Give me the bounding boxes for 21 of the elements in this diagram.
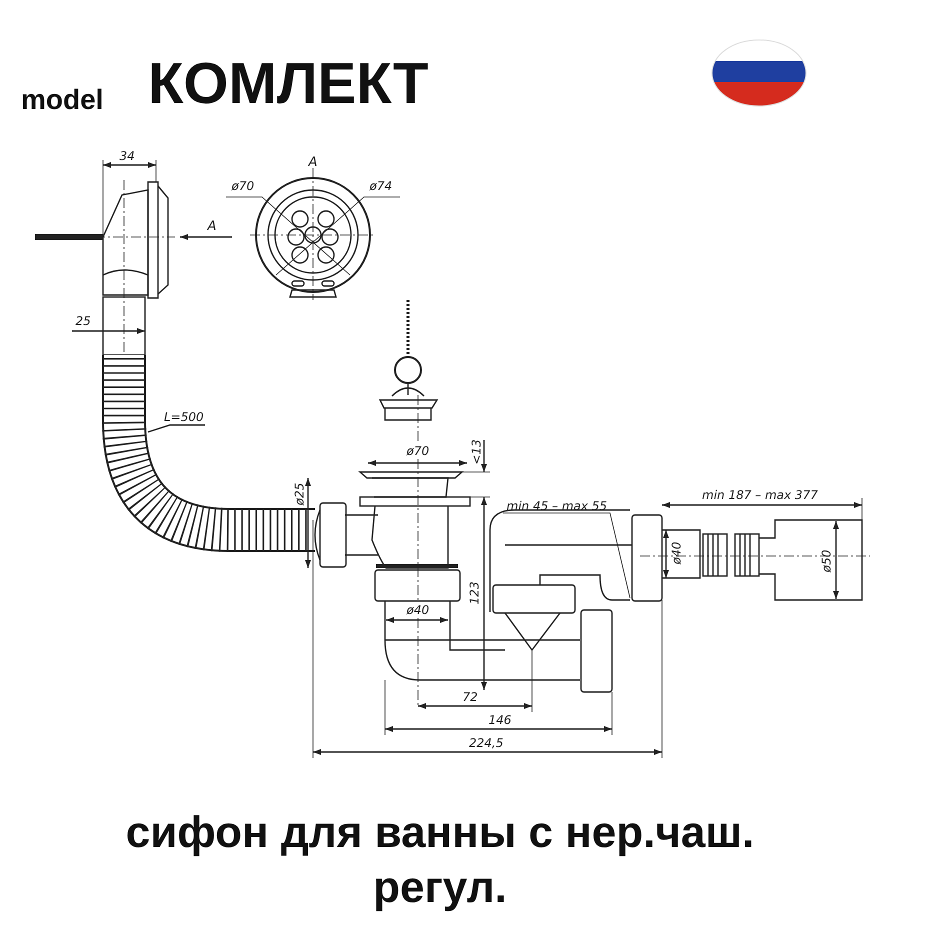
dimension-label: min 187 – max 377 — [702, 489, 818, 501]
dimension-label: 224,5 — [469, 737, 504, 749]
dimension-label: 34 — [120, 150, 135, 162]
dimension-label: 72 — [462, 691, 478, 703]
dimension-label: 123 — [468, 582, 480, 604]
view-label: A — [208, 220, 216, 232]
caption: сифон для ванны с нер.чаш. регул. — [124, 807, 756, 914]
dimension-label: ø70 — [406, 445, 430, 457]
dimension-label: ø50 — [820, 550, 832, 572]
view-label: A — [308, 156, 318, 168]
dimension-label: L=500 — [164, 411, 204, 423]
dimension-label: ø70 — [232, 180, 254, 192]
dimension-label: <13 — [470, 439, 482, 465]
dimension-label: ø74 — [370, 180, 392, 192]
dimension-label: ø25 — [292, 482, 305, 506]
dimension-label: 146 — [488, 714, 512, 726]
dimension-label: ø40 — [406, 604, 430, 616]
title: КОМЛЕКТ — [148, 52, 428, 116]
model-label: model — [21, 86, 104, 114]
dimension-label: 25 — [76, 315, 91, 327]
dimension-label: ø40 — [670, 542, 682, 564]
